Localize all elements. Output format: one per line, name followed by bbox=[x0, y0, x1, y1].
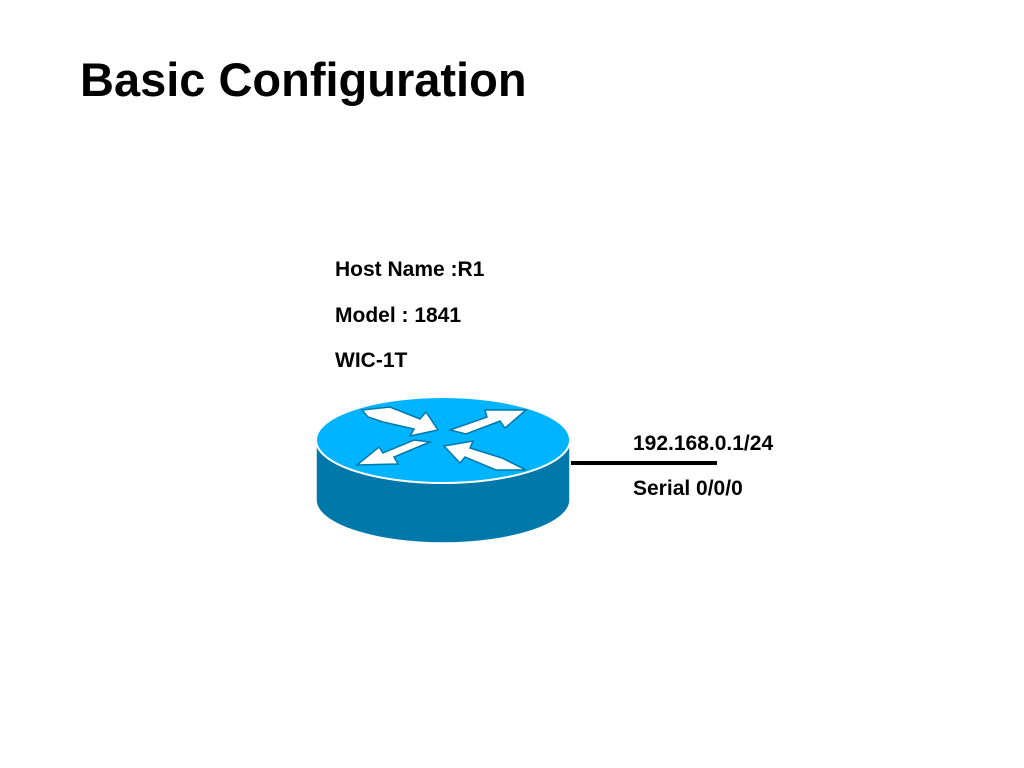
router-body bbox=[316, 440, 570, 543]
slide-title: Basic Configuration bbox=[80, 53, 527, 106]
router-arrows-icon bbox=[354, 406, 529, 471]
interface-name-label: Serial 0/0/0 bbox=[633, 477, 743, 500]
router-icon bbox=[315, 396, 571, 544]
router-module-label: WIC-1T bbox=[335, 349, 408, 372]
router-hostname-label: Host Name :R1 bbox=[335, 258, 485, 281]
interface-ip-label: 192.168.0.1/24 bbox=[633, 432, 774, 455]
router-top bbox=[315, 396, 571, 484]
router-model-label: Model : 1841 bbox=[335, 304, 462, 327]
